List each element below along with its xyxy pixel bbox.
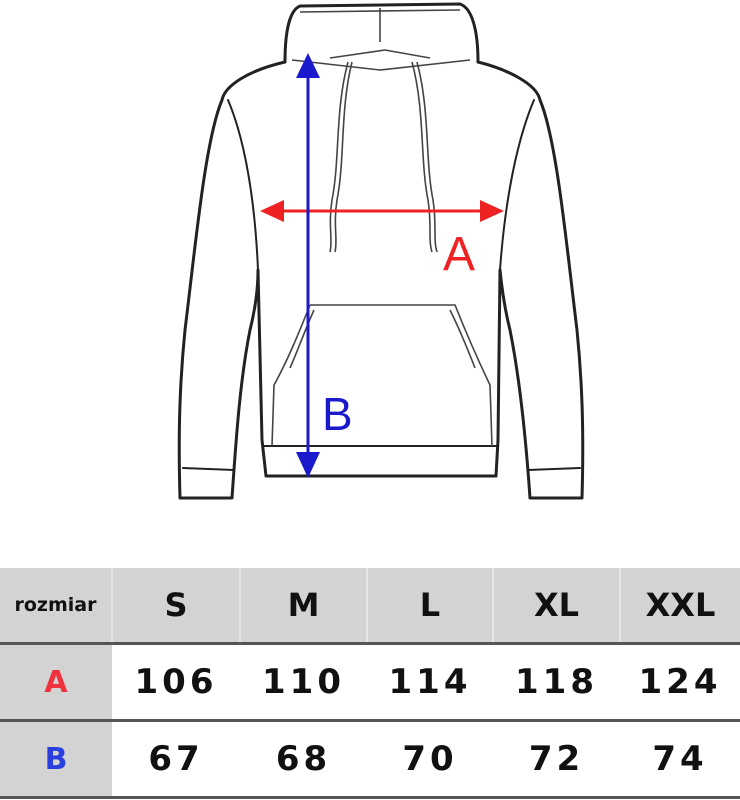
arrow-a: A <box>260 200 504 281</box>
size-table: rozmiar S M L XL XXL A 106 110 114 118 1… <box>0 568 740 799</box>
cell-a-s: 106 <box>112 643 240 722</box>
cell-a-l: 114 <box>367 643 493 722</box>
table-row-b: B 67 68 70 72 74 <box>0 720 740 799</box>
table-header-row: rozmiar S M L XL XXL <box>0 568 740 645</box>
size-l: L <box>366 568 493 645</box>
row-label-a: A <box>0 643 112 722</box>
svg-text:A: A <box>443 228 475 281</box>
size-s: S <box>111 568 240 645</box>
table-row-a: A 106 110 114 118 124 <box>0 643 740 722</box>
cell-b-l: 70 <box>367 720 493 799</box>
cell-b-m: 68 <box>240 720 367 799</box>
size-m: M <box>239 568 367 645</box>
svg-text:B: B <box>322 388 353 440</box>
row-label-b: B <box>0 720 112 799</box>
cell-a-xxl: 124 <box>620 643 740 722</box>
hoodie-details <box>271 8 493 447</box>
cell-b-s: 67 <box>112 720 240 799</box>
cell-a-m: 110 <box>240 643 367 722</box>
hoodie-outline <box>177 2 585 500</box>
hoodie-diagram: A B <box>177 2 585 500</box>
size-xxl: XXL <box>619 568 740 645</box>
size-xl: XL <box>492 568 620 645</box>
cell-a-xl: 118 <box>493 643 620 722</box>
cell-b-xxl: 74 <box>620 720 740 799</box>
arrow-b: B <box>296 53 353 478</box>
header-label: rozmiar <box>0 568 112 645</box>
cell-b-xl: 72 <box>493 720 620 799</box>
